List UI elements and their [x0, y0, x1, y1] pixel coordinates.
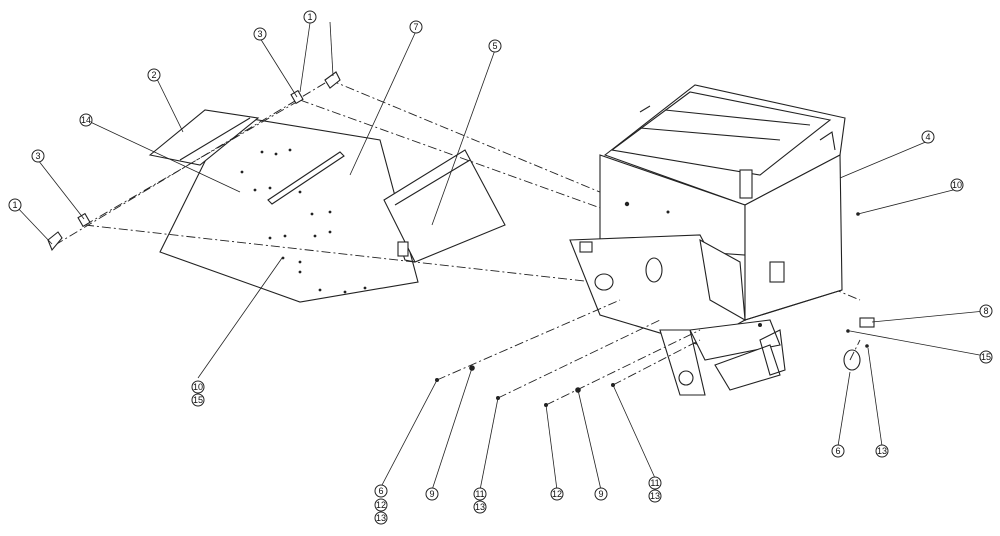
callout-5: 5	[488, 39, 502, 53]
end-cap-right	[324, 71, 341, 89]
svg-text:13: 13	[475, 502, 485, 512]
callout-8: 8	[979, 304, 993, 318]
panel-holes	[240, 148, 367, 294]
support-strip	[267, 151, 345, 205]
svg-text:10: 10	[952, 180, 962, 190]
callout-15b: 15	[979, 350, 993, 364]
callout-7: 7	[409, 20, 423, 34]
svg-text:15: 15	[981, 352, 991, 362]
callout-3a: 3	[253, 27, 267, 41]
assembly-axis	[54, 79, 861, 301]
sloped-deflector	[383, 149, 506, 263]
svg-text:4: 4	[925, 132, 930, 142]
callout-9a: 9	[425, 487, 439, 501]
callout-3b: 3	[31, 149, 45, 163]
svg-text:12: 12	[552, 489, 562, 499]
callout-13b: 13	[473, 500, 487, 514]
main-housing	[569, 84, 875, 396]
callout-10a: 10	[191, 380, 205, 394]
svg-text:11: 11	[650, 478, 659, 488]
svg-text:13: 13	[650, 491, 660, 501]
callout-2: 2	[147, 68, 161, 82]
callout-6b: 6	[831, 444, 845, 458]
svg-text:8: 8	[983, 306, 988, 316]
svg-text:5: 5	[492, 41, 497, 51]
left-panel-assembly	[47, 71, 861, 303]
svg-text:3: 3	[257, 29, 262, 39]
svg-text:7: 7	[413, 22, 418, 32]
svg-text:9: 9	[429, 489, 434, 499]
svg-text:6: 6	[378, 486, 383, 496]
svg-text:14: 14	[81, 115, 91, 125]
callout-1b: 1	[8, 198, 22, 212]
clip-left	[77, 212, 91, 228]
callout-13c: 13	[648, 489, 662, 503]
callout-13d: 13	[875, 444, 889, 458]
svg-text:15: 15	[193, 395, 203, 405]
callout-9b: 9	[594, 487, 608, 501]
callout-11a: 11	[473, 487, 487, 501]
callout-6a: 6	[374, 484, 388, 498]
callout-13a: 13	[374, 511, 388, 525]
svg-text:3: 3	[35, 151, 40, 161]
svg-text:11: 11	[475, 489, 484, 499]
svg-text:1: 1	[307, 12, 312, 22]
svg-text:6: 6	[835, 446, 840, 456]
top-cover-plate	[148, 109, 260, 166]
svg-text:13: 13	[877, 446, 887, 456]
callout-14: 14	[79, 113, 93, 127]
svg-text:1: 1	[12, 200, 17, 210]
callout-12a: 12	[374, 498, 388, 512]
end-cap-left	[47, 231, 63, 252]
svg-text:13: 13	[376, 513, 386, 523]
callout-15a: 15	[191, 393, 205, 407]
callout-12b: 12	[550, 487, 564, 501]
callout-4: 4	[921, 130, 935, 144]
callout-11b: 11	[648, 476, 662, 490]
ring-right	[843, 349, 861, 371]
svg-text:10: 10	[193, 382, 203, 392]
callout-10b: 10	[950, 178, 964, 192]
svg-text:9: 9	[598, 489, 603, 499]
callout-1a: 1	[303, 10, 317, 24]
leader-lines	[14, 21, 986, 491]
svg-text:2: 2	[151, 70, 156, 80]
svg-text:12: 12	[376, 500, 386, 510]
